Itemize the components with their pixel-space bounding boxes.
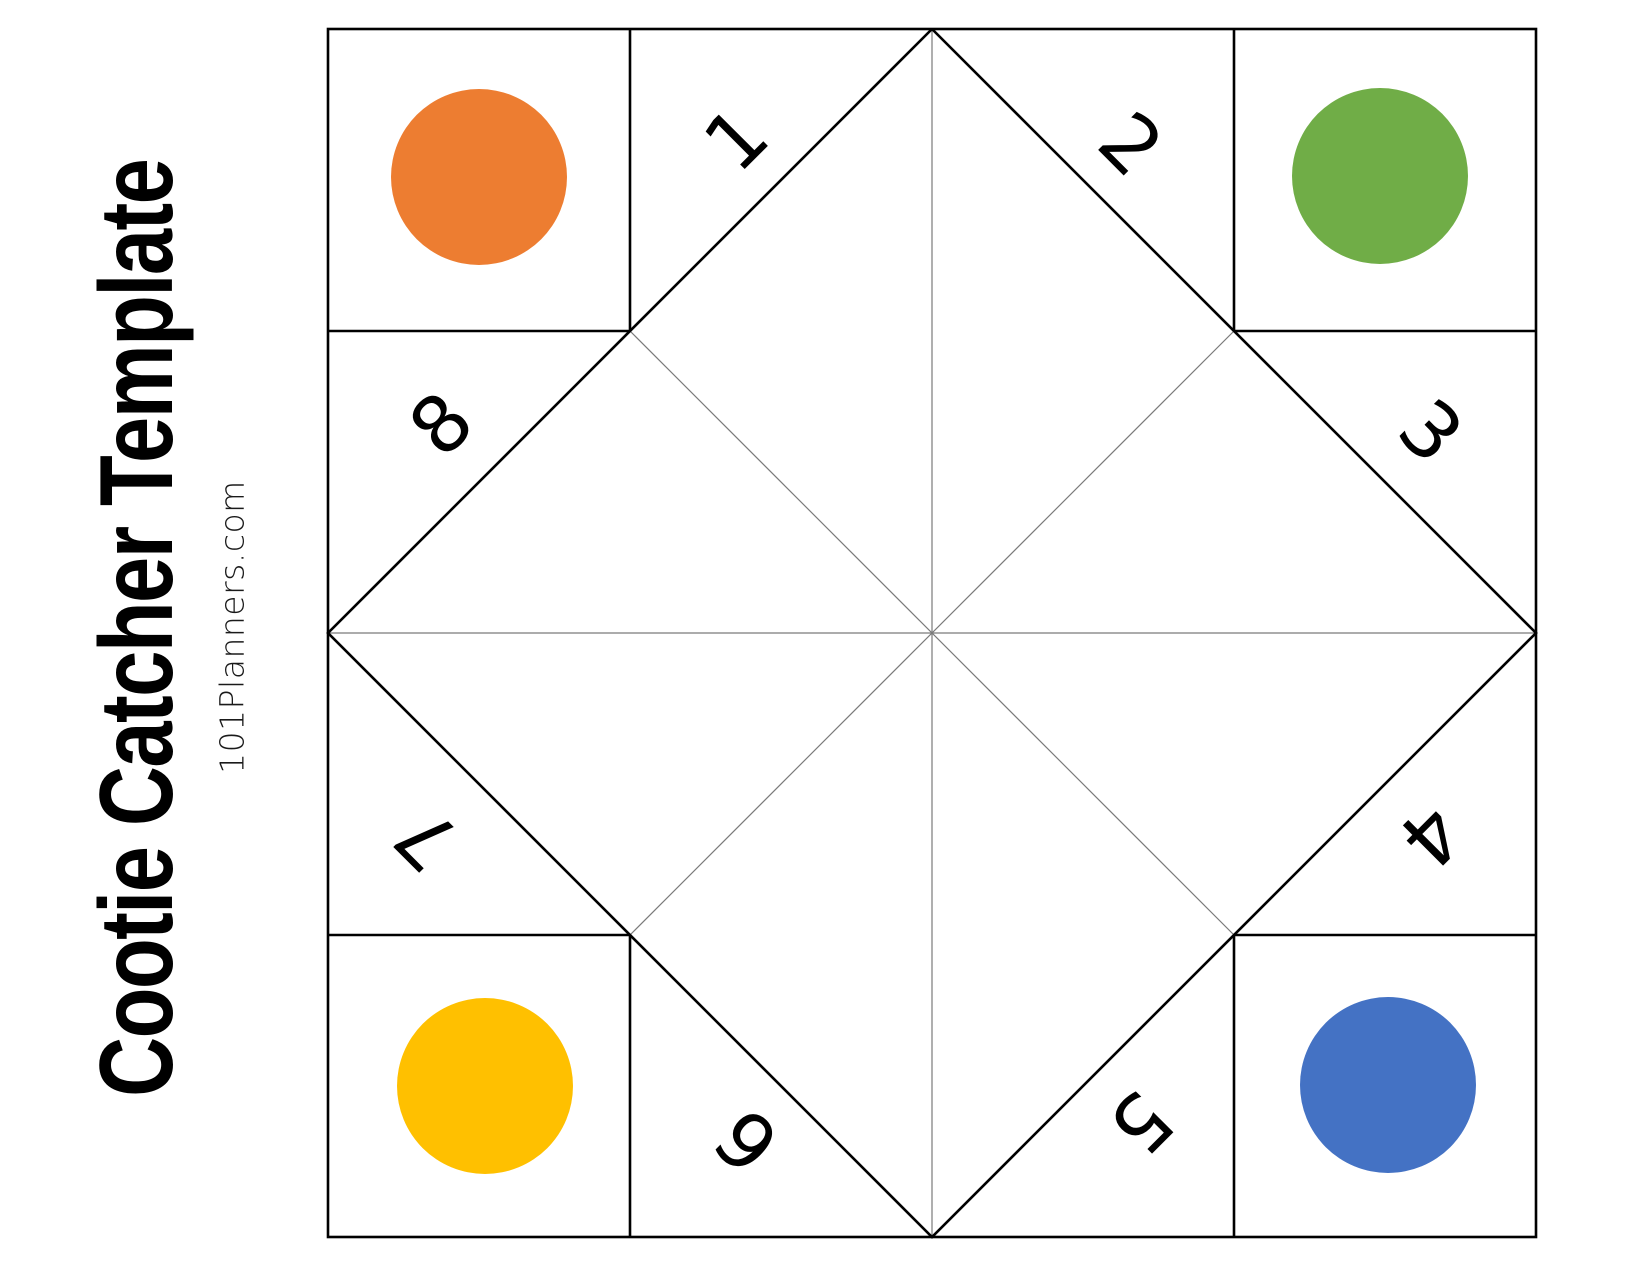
flap-number-2: 2 [1081,96,1180,195]
flap-number-5: 5 [1091,1073,1190,1172]
flap-number-8: 8 [393,376,492,475]
corner-circle-yellow [397,998,573,1174]
flap-number-3: 3 [1381,383,1480,482]
flap-number-6: 6 [699,1091,798,1190]
flap-number-1: 1 [688,91,787,190]
inner-fold-lines [328,29,1536,1237]
corner-circle-blue [1300,997,1476,1173]
corner-circle-orange [391,89,567,265]
flap-number-7: 7 [379,789,478,888]
flap-number-4: 4 [1381,786,1480,885]
outer-fold-lines [326,27,1538,1239]
corner-circle-green [1292,88,1468,264]
